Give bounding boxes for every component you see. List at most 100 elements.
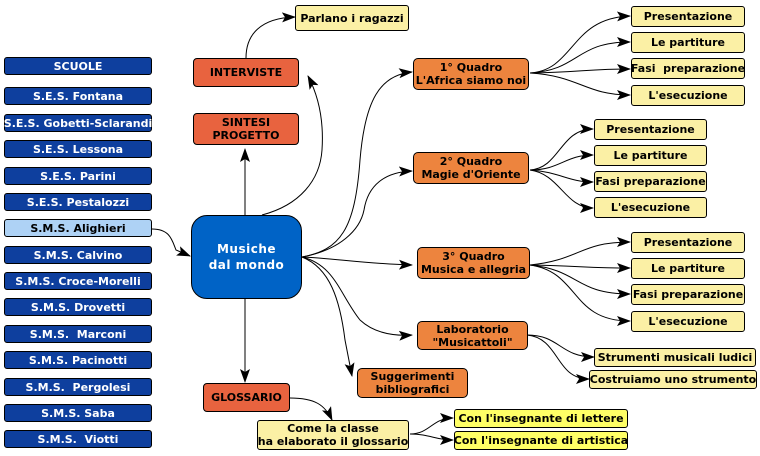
edge-center-quadro1 xyxy=(301,68,413,258)
school-button[interactable]: S.E.S. Gobetti-Sclarandi xyxy=(4,114,152,132)
central-topic-line2: dal mondo xyxy=(208,258,285,272)
school-button[interactable]: S.M.S. Marconi xyxy=(4,325,152,343)
quadro-2-child-node[interactable]: Presentazione xyxy=(594,119,707,140)
quadro-2-line1: 2° Quadro xyxy=(439,155,503,168)
quadro-child-label: L'esecuzione xyxy=(610,201,691,214)
school-label: S.M.S. Drovetti xyxy=(30,300,126,314)
school-label: S.E.S. Parini xyxy=(40,169,116,183)
quadro-3-line2: Musica e allegria xyxy=(420,263,527,276)
edge-q1-c1 xyxy=(529,11,631,74)
school-button[interactable]: S.M.S. Drovetti xyxy=(4,298,152,316)
come-label-line1: Come la classe xyxy=(287,422,379,435)
quadro-3-node[interactable]: 3° Quadro Musica e allegria xyxy=(417,247,530,279)
central-topic-node[interactable]: Musiche dal mondo xyxy=(191,215,302,299)
suggerimenti-label-line1: Suggerimenti xyxy=(370,370,455,383)
edge-q1-c2 xyxy=(529,37,631,74)
lab-child-1-node[interactable]: Strumenti musicali ludici xyxy=(594,348,756,367)
quadro-2-node[interactable]: 2° Quadro Magie d'Oriente xyxy=(413,152,529,184)
come-label-line2: ha elaborato il glossario xyxy=(257,435,409,448)
laboratorio-node[interactable]: Laboratorio "Musicattoli" xyxy=(417,321,528,350)
quadro-child-label: Fasi preparazione xyxy=(632,288,744,301)
quadro-2-child-node[interactable]: L'esecuzione xyxy=(594,197,707,218)
sintesi-label-line1: SINTESI xyxy=(221,116,271,129)
quadro-1-child-node[interactable]: Fasi preparazione xyxy=(631,58,745,79)
edge-alighieri-center xyxy=(151,228,191,257)
school-button[interactable]: S.M.S. Saba xyxy=(4,404,152,422)
edge-q3-c2 xyxy=(529,262,631,273)
school-button[interactable]: S.M.S. Pacinotti xyxy=(4,351,152,369)
edge-q2-c3 xyxy=(529,169,594,187)
school-label: S.E.S. Pestalozzi xyxy=(26,195,130,209)
lettere-node[interactable]: Con l'insegnante di lettere xyxy=(454,409,628,428)
edge-center-interviste xyxy=(261,75,323,216)
edge-q3-c4 xyxy=(529,264,631,326)
school-label: S.M.S. Calvino xyxy=(33,248,123,262)
glossario-node[interactable]: GLOSSARIO xyxy=(203,383,290,412)
edge-center-quadro3 xyxy=(301,256,413,270)
quadro-2-child-node[interactable]: Le partiture xyxy=(594,145,707,166)
quadro-2-child-node[interactable]: Fasi preparazione xyxy=(594,171,707,192)
edge-lab-c1 xyxy=(526,334,595,362)
quadro-1-node[interactable]: 1° Quadro L'Africa siamo noi xyxy=(413,58,529,90)
edge-come-lettere xyxy=(409,413,454,435)
school-label: S.M.S. Pacinotti xyxy=(28,353,128,367)
edge-q1-c4 xyxy=(529,72,631,100)
school-button[interactable]: S.M.S. Calvino xyxy=(4,246,152,264)
quadro-1-child-node[interactable]: Presentazione xyxy=(631,6,745,27)
quadro-1-child-node[interactable]: L'esecuzione xyxy=(631,85,745,106)
parlano-ragazzi-node[interactable]: Parlano i ragazzi xyxy=(295,5,409,31)
quadro-child-label: Fasi preparazione xyxy=(595,175,706,188)
school-button[interactable]: S.E.S. Parini xyxy=(4,167,152,185)
quadro-child-label: Le partiture xyxy=(650,262,726,275)
edge-center-laboratorio xyxy=(301,256,413,341)
school-label: S.M.S. Viotti xyxy=(37,432,119,446)
school-label: S.M.S. Alighieri xyxy=(30,221,126,235)
edge-lab-c2 xyxy=(526,334,590,384)
school-label: S.M.S. Pergolesi xyxy=(25,380,131,394)
quadro-3-child-node[interactable]: L'esecuzione xyxy=(631,311,745,332)
school-button[interactable]: S.M.S. Pergolesi xyxy=(4,378,152,396)
edge-q2-c2 xyxy=(529,150,594,171)
interviste-label: INTERVISTE xyxy=(209,66,283,79)
edge-q3-c3 xyxy=(529,264,631,299)
quadro-3-child-node[interactable]: Fasi preparazione xyxy=(631,284,745,305)
school-label: S.E.S. Gobetti-Sclarandi xyxy=(3,116,153,130)
artistica-node[interactable]: Con l'insegnante di artistica xyxy=(454,431,628,450)
quadro-2-line2: Magie d'Oriente xyxy=(421,168,521,181)
quadro-3-child-node[interactable]: Presentazione xyxy=(631,232,745,253)
edge-q1-c3 xyxy=(529,64,631,75)
school-button[interactable]: S.E.S. Lessona xyxy=(4,140,152,158)
quadro-child-label: L'esecuzione xyxy=(648,89,728,102)
school-button[interactable]: S.M.S. Croce-Morelli xyxy=(4,272,152,290)
school-button[interactable]: S.M.S. Alighieri xyxy=(4,219,152,237)
central-topic-line1: Musiche xyxy=(216,242,277,256)
quadro-child-label: Presentazione xyxy=(606,123,695,136)
quadro-child-label: Presentazione xyxy=(643,236,733,249)
lab-child-2-node[interactable]: Costruiamo uno strumento xyxy=(589,370,757,389)
quadro-child-label: Le partiture xyxy=(650,36,726,49)
lab-child-1-label: Strumenti musicali ludici xyxy=(597,351,753,364)
edge-come-artistica xyxy=(409,433,454,445)
suggerimenti-node[interactable]: Suggerimenti bibliografici xyxy=(357,368,468,398)
quadro-child-label: L'esecuzione xyxy=(648,315,728,328)
quadro-3-child-node[interactable]: Le partiture xyxy=(631,258,745,279)
artistica-label: Con l'insegnante di artistica xyxy=(453,434,629,447)
school-button[interactable]: S.E.S. Pestalozzi xyxy=(4,193,152,211)
school-button[interactable]: S.E.S. Fontana xyxy=(4,87,152,105)
edge-interviste-parlano xyxy=(245,12,296,59)
quadro-1-child-node[interactable]: Le partiture xyxy=(631,32,745,53)
edge-q3-c1 xyxy=(529,237,631,266)
school-label: S.M.S. Croce-Morelli xyxy=(15,274,141,288)
edge-center-quadro2 xyxy=(301,166,413,258)
sintesi-progetto-node[interactable]: SINTESI PROGETTO xyxy=(193,113,299,145)
edge-q2-c4 xyxy=(529,169,594,213)
school-button[interactable]: S.M.S. Viotti xyxy=(4,430,152,448)
quadro-child-label: Le partiture xyxy=(613,149,688,162)
school-label: S.M.S. Marconi xyxy=(29,327,127,341)
glossario-label: GLOSSARIO xyxy=(211,391,282,404)
schools-header: SCUOLE xyxy=(4,57,152,75)
lab-child-2-label: Costruiamo uno strumento xyxy=(589,373,757,386)
come-la-classe-node[interactable]: Come la classe ha elaborato il glossario xyxy=(257,420,409,450)
interviste-node[interactable]: INTERVISTE xyxy=(193,58,299,87)
